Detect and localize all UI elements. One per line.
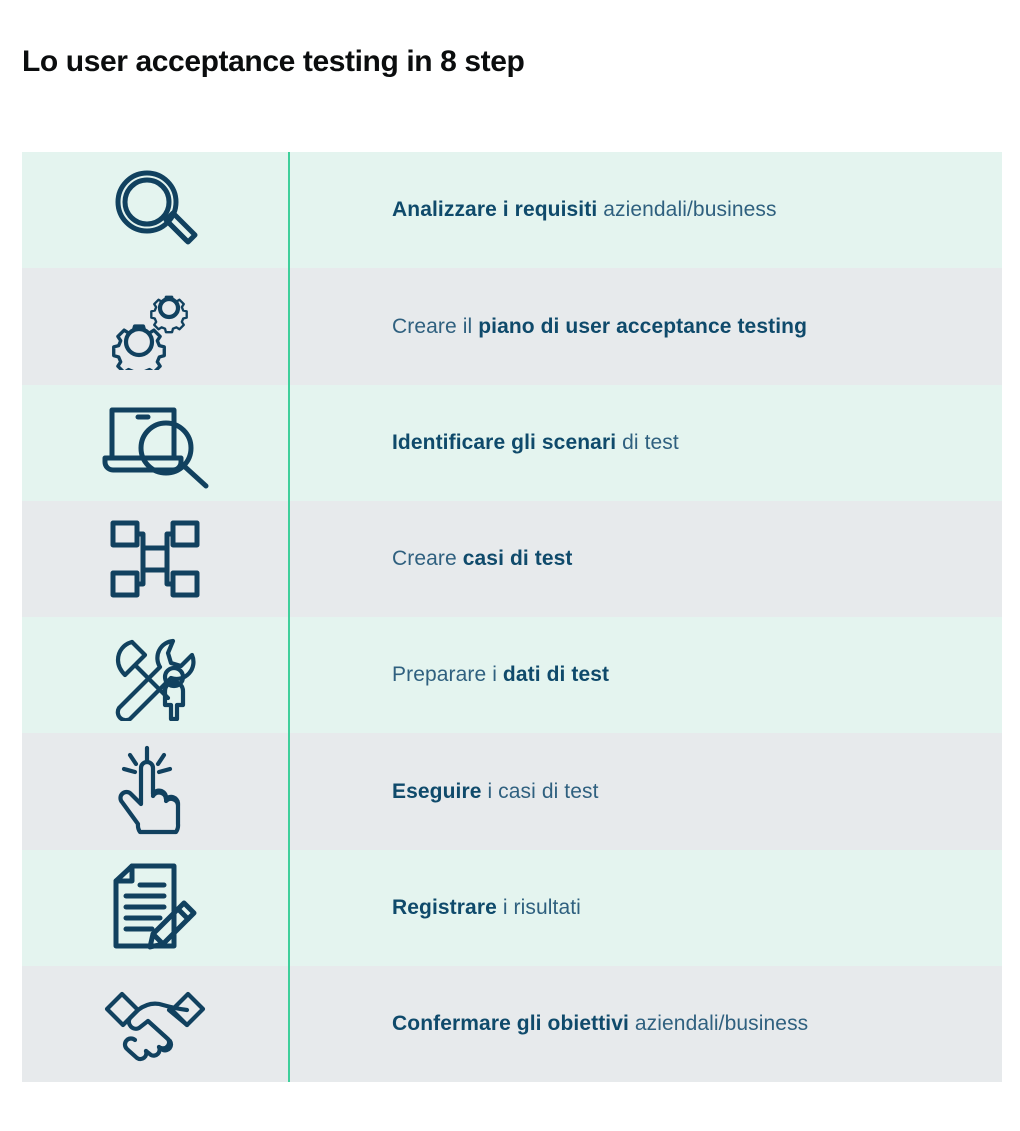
step-label-regular: aziendali/business bbox=[597, 198, 777, 222]
step-icon-cell bbox=[22, 385, 288, 501]
magnifying-glass-icon bbox=[115, 170, 198, 245]
table-row: Analizzare i requisiti aziendali/busines… bbox=[22, 152, 1002, 269]
step-label: Creare casi di test bbox=[392, 545, 572, 572]
table-row: Confermare gli obiettivi aziendali/busin… bbox=[22, 965, 1002, 1082]
table-row: Creare casi di test bbox=[22, 500, 1002, 617]
step-label-bold: dati di test bbox=[502, 663, 610, 687]
step-label-bold: Eseguire bbox=[392, 779, 482, 803]
step-label-regular: i risultati bbox=[496, 895, 581, 919]
column-divider bbox=[288, 500, 290, 617]
step-label: Confermare gli obiettivi aziendali/busin… bbox=[392, 1010, 808, 1037]
step-label-cell: Creare il piano di user acceptance testi… bbox=[290, 268, 1002, 384]
step-label-cell: Confermare gli obiettivi aziendali/busin… bbox=[290, 966, 1002, 1082]
column-divider bbox=[288, 384, 290, 501]
gears-icon bbox=[112, 295, 188, 371]
step-icon-cell bbox=[22, 966, 288, 1082]
tools-person-icon bbox=[115, 639, 196, 722]
table-row: Eseguire i casi di test bbox=[22, 733, 1002, 850]
step-label-regular: di test bbox=[616, 430, 679, 454]
step-icon-cell bbox=[22, 152, 288, 268]
step-label-regular: aziendali/business bbox=[628, 1012, 809, 1036]
step-label-regular: Creare bbox=[392, 547, 463, 571]
document-pencil-icon bbox=[113, 863, 197, 950]
step-label-cell: Registrare i risultati bbox=[290, 850, 1002, 966]
step-label-bold: Registrare bbox=[392, 895, 497, 919]
column-divider bbox=[288, 152, 290, 269]
table-row: Preparare i dati di test bbox=[22, 617, 1002, 734]
step-icon-cell bbox=[22, 850, 288, 966]
step-icon-cell bbox=[22, 617, 288, 733]
column-divider bbox=[288, 733, 290, 850]
page-title: Lo user acceptance testing in 8 step bbox=[22, 45, 525, 78]
step-label: Eseguire i casi di test bbox=[392, 778, 599, 805]
pointing-hand-click-icon bbox=[118, 746, 181, 835]
step-icon-cell bbox=[22, 733, 288, 849]
step-label: Preparare i dati di test bbox=[392, 661, 609, 688]
step-label-bold: Analizzare i requisiti bbox=[392, 198, 598, 222]
column-divider bbox=[288, 965, 290, 1082]
step-label-bold: Confermare gli obiettivi bbox=[392, 1012, 629, 1036]
step-label-cell: Preparare i dati di test bbox=[290, 617, 1002, 733]
network-diagram-icon bbox=[110, 520, 200, 598]
step-label-bold: piano di user acceptance testing bbox=[478, 314, 807, 338]
table-row: Registrare i risultati bbox=[22, 849, 1002, 966]
table-row: Identificare gli scenari di test bbox=[22, 384, 1002, 501]
step-label-bold: Identificare gli scenari bbox=[392, 430, 617, 454]
step-label-cell: Eseguire i casi di test bbox=[290, 733, 1002, 849]
steps-table: Analizzare i requisiti aziendali/busines… bbox=[22, 152, 1002, 1082]
step-label-bold: casi di test bbox=[462, 547, 573, 571]
step-label: Identificare gli scenari di test bbox=[392, 429, 679, 456]
table-row: Creare il piano di user acceptance testi… bbox=[22, 268, 1002, 385]
step-label-regular: i casi di test bbox=[481, 779, 599, 803]
step-label: Analizzare i requisiti aziendali/busines… bbox=[392, 196, 777, 223]
step-label-regular: Preparare i bbox=[392, 663, 503, 687]
column-divider bbox=[288, 617, 290, 734]
step-label-cell: Identificare gli scenari di test bbox=[290, 385, 1002, 501]
column-divider bbox=[288, 849, 290, 966]
column-divider bbox=[288, 268, 290, 385]
step-label-cell: Creare casi di test bbox=[290, 501, 1002, 617]
step-icon-cell bbox=[22, 501, 288, 617]
step-icon-cell bbox=[22, 268, 288, 384]
step-label-regular: Creare il bbox=[392, 314, 479, 338]
step-label: Registrare i risultati bbox=[392, 894, 581, 921]
step-label: Creare il piano di user acceptance testi… bbox=[392, 313, 807, 340]
step-label-cell: Analizzare i requisiti aziendali/busines… bbox=[290, 152, 1002, 268]
laptop-search-icon bbox=[102, 407, 209, 489]
handshake-icon bbox=[104, 991, 206, 1061]
